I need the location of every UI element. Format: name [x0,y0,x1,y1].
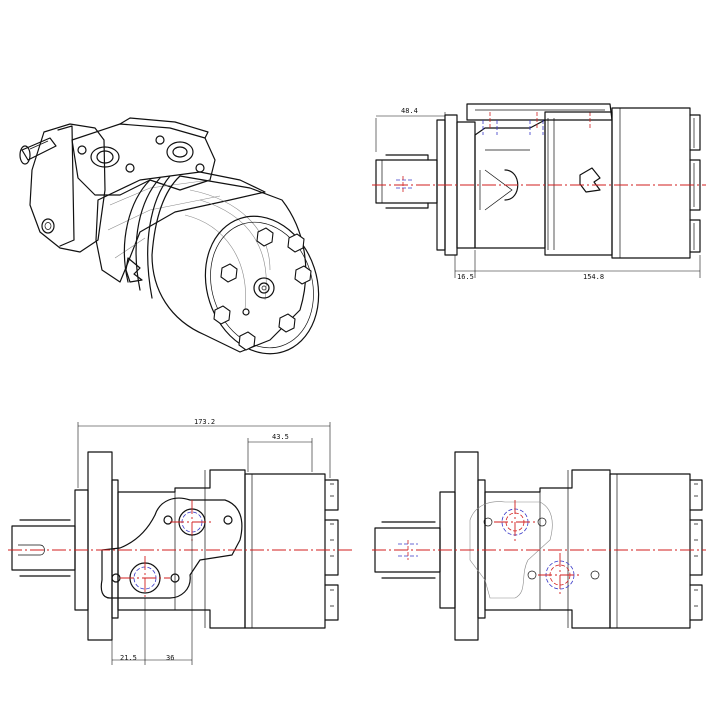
dim-label-flange-thickness: 16.5 [457,273,474,281]
dim-label-body-length: 154.8 [583,273,604,281]
dim-flange-thickness: 16.5 [454,250,476,281]
isometric-view [19,117,320,355]
dim-label-port-offset-a: 21.5 [120,654,137,662]
top-view: 173.2 43.5 21.5 36 [8,418,355,665]
dim-label-rear-section: 43.5 [272,433,289,441]
dim-label-overall-length: 173.2 [194,418,215,426]
dim-rear-section: 43.5 [247,433,313,472]
dim-pilot-width: 48.4 [375,107,446,152]
dim-overall-length: 173.2 [77,418,331,488]
bolt-icon [213,227,312,351]
dim-label-pilot-width: 48.4 [401,107,418,115]
dim-body-length: 154.8 [475,255,701,281]
dim-port-offsets: 21.5 36 [111,535,193,665]
bottom-view [372,451,706,641]
side-view: 48.4 16.5 154.8 [372,103,706,281]
dim-label-port-offset-b: 36 [166,654,174,662]
